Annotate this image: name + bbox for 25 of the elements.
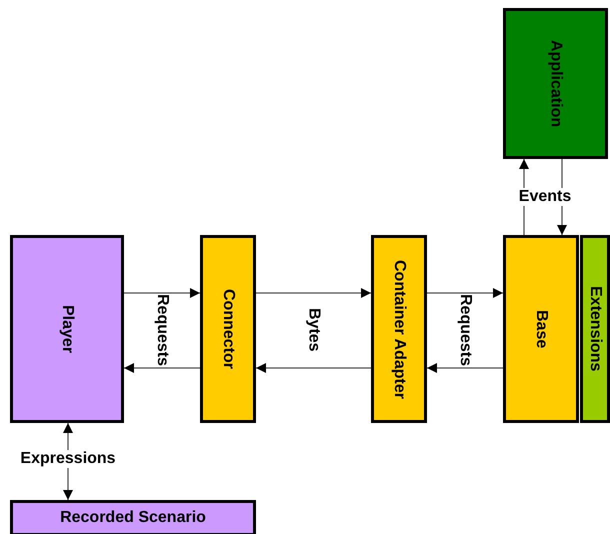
- component-box: [503, 235, 579, 423]
- edge-label: Requests: [153, 294, 171, 366]
- arrow: [124, 363, 200, 373]
- component-label: Extensions: [586, 286, 604, 372]
- component-box: [503, 8, 608, 159]
- arrow: [426, 288, 504, 298]
- edge-label: Events: [518, 188, 572, 206]
- component-box: [580, 235, 610, 423]
- edge-label: Requests: [456, 294, 474, 366]
- arrow: [256, 363, 372, 373]
- edge-label: Bytes: [304, 308, 322, 352]
- arrow: [124, 288, 200, 298]
- component-label: Connector: [219, 289, 237, 369]
- arrow: [256, 288, 372, 298]
- edge-label: Expressions: [20, 450, 116, 468]
- component-label: Container Adapter: [390, 260, 408, 398]
- component-label: Player: [58, 304, 76, 354]
- arrow: [426, 363, 504, 373]
- component-box: [371, 235, 427, 423]
- component-box: [200, 235, 256, 423]
- component-label: Application: [546, 40, 564, 128]
- component-label: Base: [532, 310, 550, 348]
- component-box: [10, 235, 124, 423]
- component-label: Recorded Scenario: [60, 509, 206, 527]
- component-box: [10, 500, 256, 534]
